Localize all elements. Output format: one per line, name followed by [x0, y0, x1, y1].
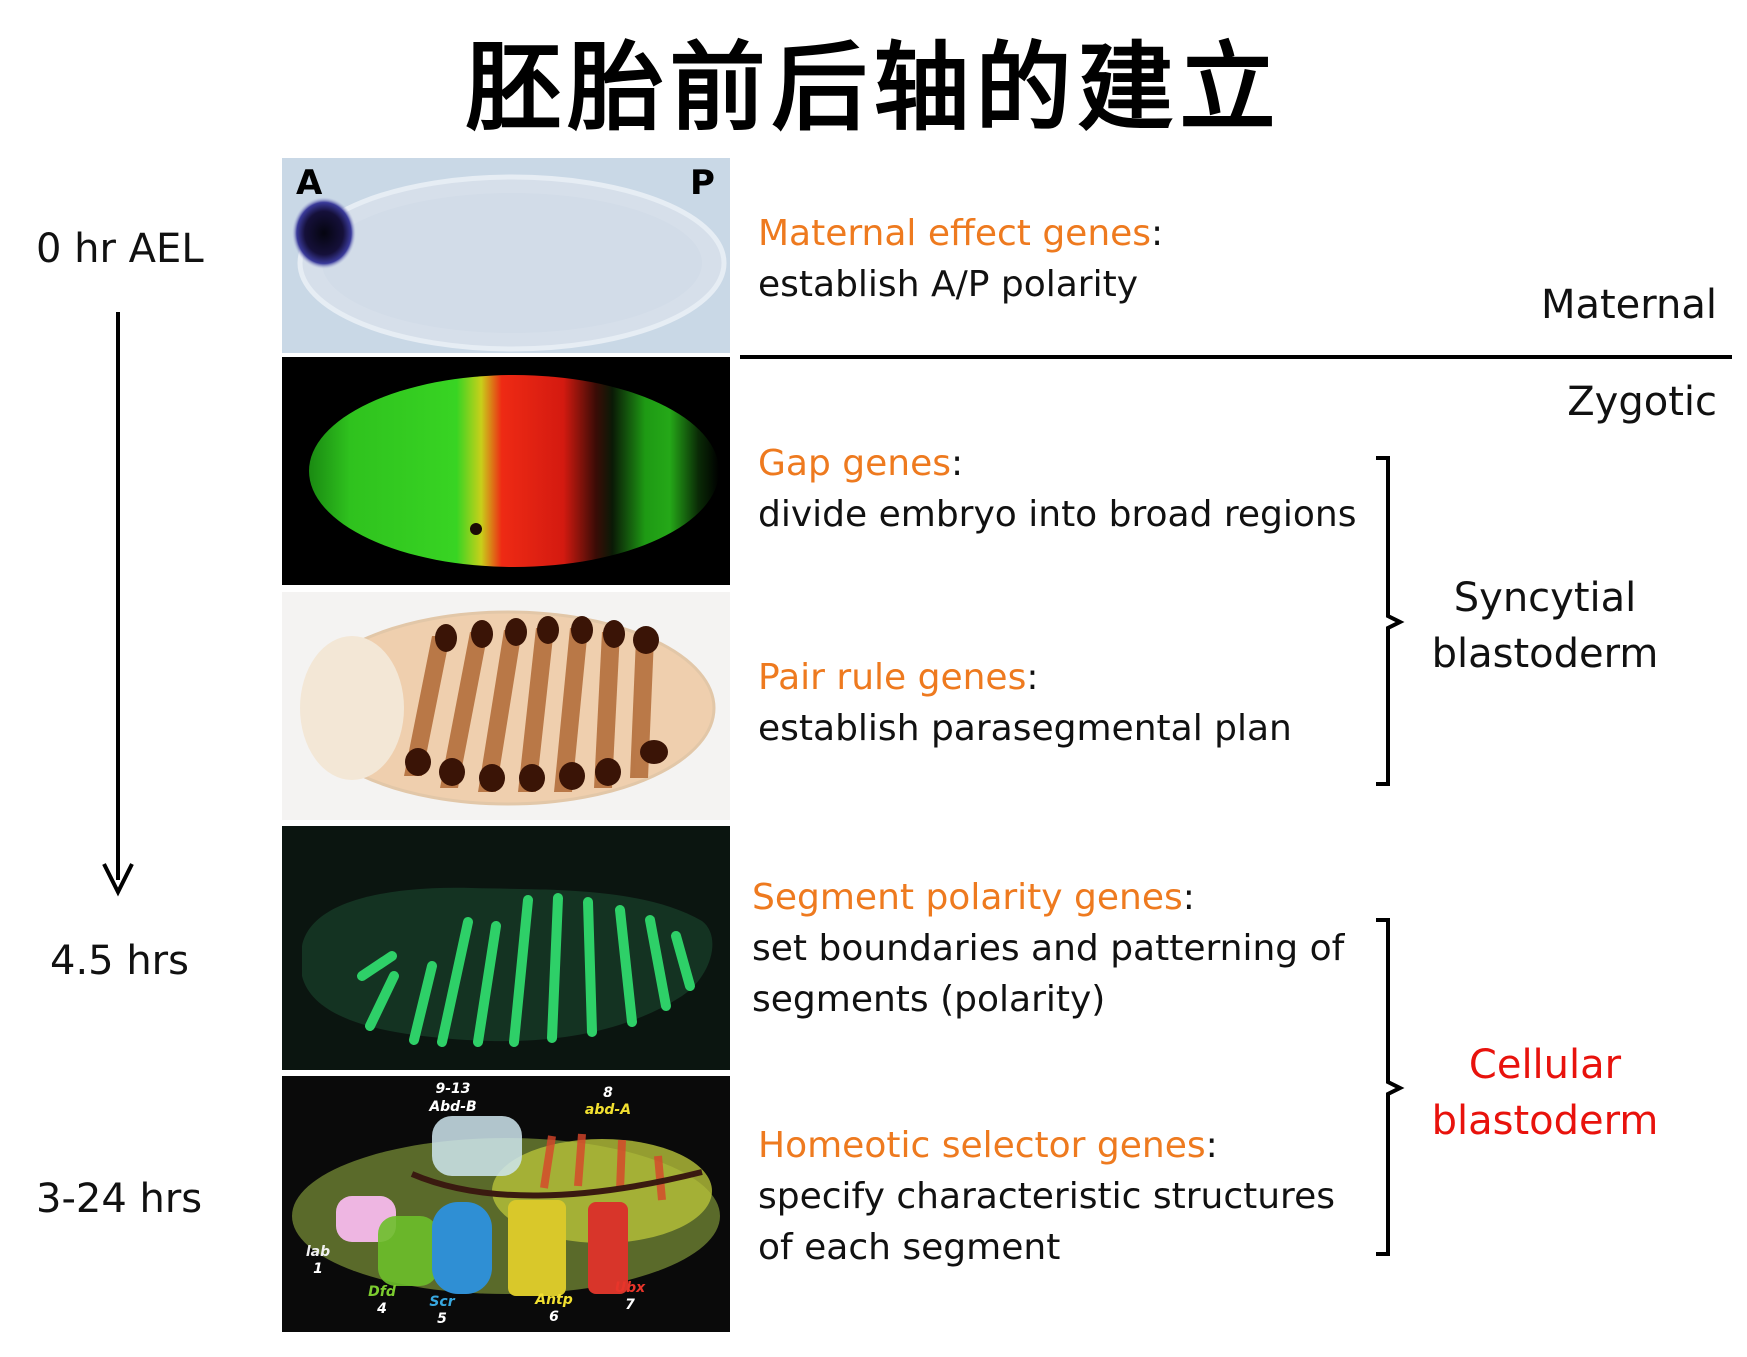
- homeotic-gene-abd-a: abd-A: [585, 1102, 631, 1118]
- embryo-image-homeotic: 9-13 Abd-B 8 abd-A lab 1 Dfd 4 Scr 5 Ant…: [282, 1076, 730, 1332]
- maternal-zygotic-divider: [740, 355, 1732, 359]
- cellular-bracket: [1376, 918, 1405, 1256]
- gene-maternal-effect: Maternal effect genes: establish A/P pol…: [758, 208, 1163, 310]
- gene-name: Segment polarity genes: [752, 877, 1183, 918]
- homeotic-gene-dfd: Dfd: [368, 1284, 397, 1300]
- gene-name: Gap genes: [758, 443, 951, 484]
- gene-pair-rule: Pair rule genes: establish parasegmental…: [758, 652, 1292, 754]
- gene-name: Homeotic selector genes: [758, 1125, 1206, 1166]
- gene-desc: of each segment: [758, 1227, 1061, 1268]
- gene-homeotic-selector: Homeotic selector genes: specify charact…: [758, 1120, 1335, 1273]
- homeotic-num-dfd: 4: [376, 1301, 387, 1317]
- homeotic-num-scr: 5: [437, 1311, 447, 1327]
- cellular-blastoderm-label: Cellular blastoderm: [1431, 1042, 1659, 1144]
- homeotic-gene-scr: Scr: [429, 1294, 455, 1310]
- time-mid-label: 4.5 hrs: [50, 938, 189, 984]
- homeotic-gene-ubx: Ubx: [615, 1280, 646, 1296]
- gene-gap: Gap genes: divide embryo into broad regi…: [758, 438, 1357, 540]
- maternal-label: Maternal: [1540, 282, 1717, 328]
- gene-desc: establish A/P polarity: [758, 264, 1139, 305]
- timeline-arrow: [102, 312, 134, 897]
- syncytial-bracket: [1376, 456, 1405, 786]
- embryo-image-pair-rule: [282, 592, 730, 820]
- gene-desc: divide embryo into broad regions: [758, 494, 1357, 535]
- homeotic-gene-abd-b: Abd-B: [428, 1099, 476, 1115]
- gene-name: Pair rule genes: [758, 657, 1027, 698]
- embryo-image-gap: [282, 357, 730, 585]
- posterior-label: P: [690, 163, 715, 203]
- gene-segment-polarity: Segment polarity genes: set boundaries a…: [752, 872, 1344, 1025]
- homeotic-num-antp: 6: [549, 1309, 559, 1325]
- homeotic-num-abd-a: 8: [603, 1085, 613, 1101]
- homeotic-num-lab: 1: [313, 1261, 323, 1277]
- gene-name: Maternal effect genes: [758, 213, 1152, 254]
- homeotic-gene-lab: lab: [306, 1244, 330, 1260]
- syncytial-blastoderm-label: Syncytial blastoderm: [1431, 575, 1659, 677]
- gene-desc: specify characteristic structures: [758, 1176, 1335, 1217]
- gene-desc: segments (polarity): [752, 979, 1106, 1020]
- page-title: 胚胎前后轴的建立: [465, 31, 1282, 144]
- homeotic-gene-antp: Antp: [534, 1292, 573, 1308]
- zygotic-label: Zygotic: [1567, 379, 1717, 425]
- time-start-label: 0 hr AEL: [36, 226, 204, 272]
- embryo-image-segment-polarity: [282, 826, 730, 1070]
- homeotic-num-abd-b: 9-13: [435, 1081, 470, 1097]
- anterior-label: A: [296, 163, 323, 203]
- gene-desc: set boundaries and patterning of: [752, 928, 1345, 969]
- time-late-label: 3-24 hrs: [36, 1176, 203, 1222]
- homeotic-num-ubx: 7: [625, 1297, 635, 1313]
- embryo-image-maternal: A P: [282, 158, 730, 353]
- gene-desc: establish parasegmental plan: [758, 708, 1292, 749]
